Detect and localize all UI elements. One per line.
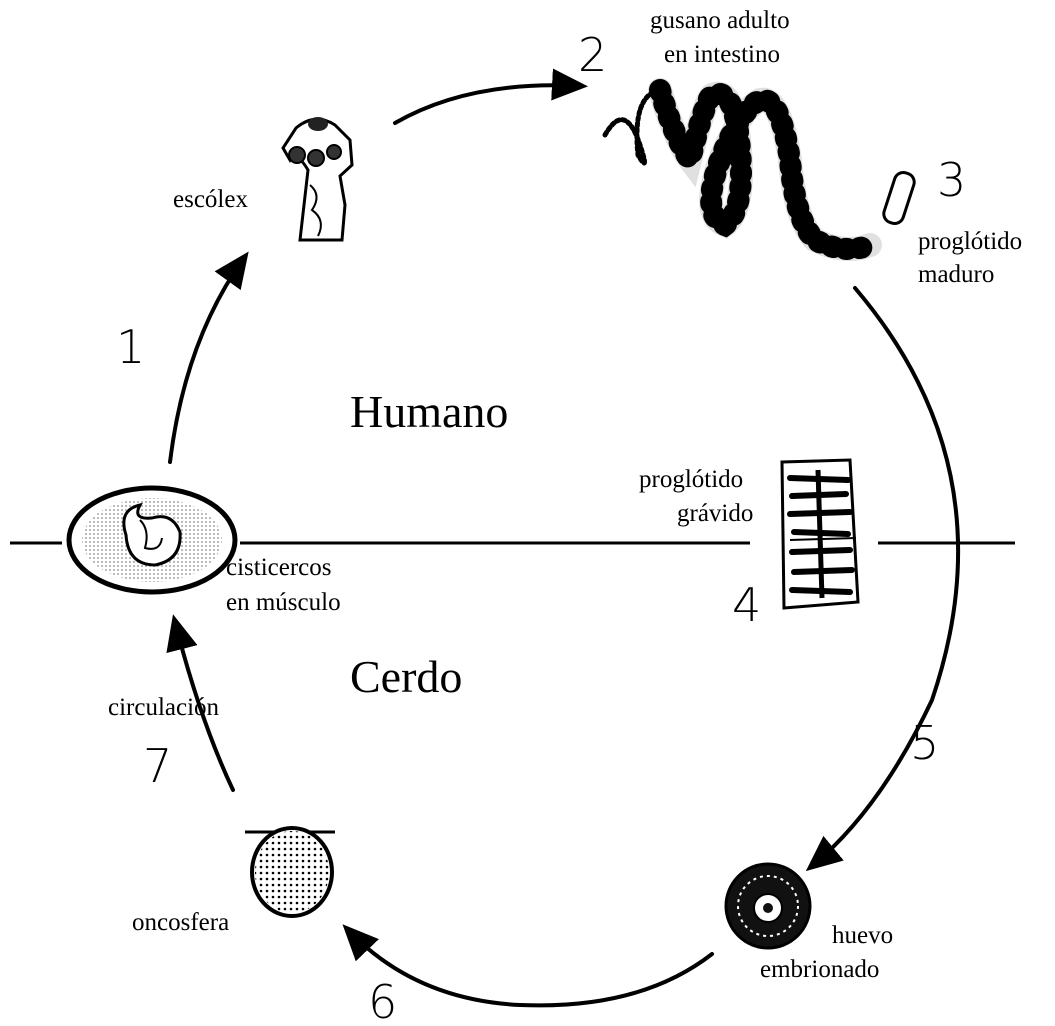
host-label-human: Humano	[350, 386, 508, 437]
label-adult-worm-line1: gusano adulto	[650, 7, 790, 34]
label-embryonated-egg-line1: huevo	[832, 922, 893, 949]
oncosphere-illustration	[245, 828, 335, 916]
step-number-3: 3	[937, 153, 966, 207]
label-embryonated-egg-line2: embrionado	[760, 956, 879, 983]
adult-worm-illustration	[605, 90, 870, 249]
step-number-2: 2	[578, 28, 607, 82]
label-gravid-proglottid-line2: grávido	[677, 500, 753, 527]
gravid-proglottid-illustration	[782, 460, 858, 608]
label-scolex: escólex	[173, 186, 248, 213]
label-adult-worm-line2: en intestino	[664, 41, 780, 68]
arrow-step-2	[395, 85, 580, 123]
label-oncosphere: oncosfera	[132, 909, 229, 936]
embryonated-egg-illustration	[726, 864, 810, 948]
arrow-step-6	[348, 930, 712, 1005]
label-cysticerci-line2: en músculo	[226, 589, 341, 616]
cysticercus-illustration	[69, 488, 235, 592]
label-mature-proglottid-line2: maduro	[918, 261, 994, 288]
arrow-step-1	[170, 258, 244, 462]
label-circulation: circulación	[108, 694, 220, 721]
step-number-7: 7	[143, 739, 172, 793]
scolex-illustration	[283, 117, 352, 240]
step-number-1: 1	[116, 320, 145, 374]
label-gravid-proglottid-line1: proglótido	[639, 466, 743, 493]
label-mature-proglottid-line1: proglótido	[918, 228, 1022, 255]
host-label-pig: Cerdo	[350, 651, 462, 702]
label-cysticerci-line1: cisticercos	[226, 554, 332, 581]
step-number-4: 4	[732, 578, 761, 632]
step-number-6: 6	[368, 975, 397, 1026]
step-number-5: 5	[910, 716, 939, 770]
mature-proglottid-illustration	[881, 170, 916, 226]
